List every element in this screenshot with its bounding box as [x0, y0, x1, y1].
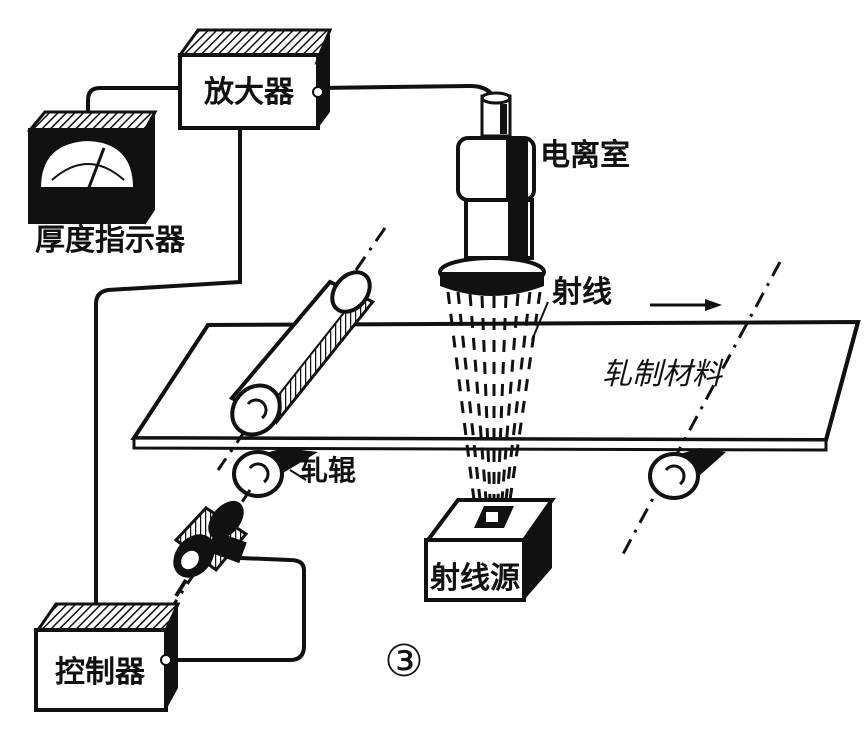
- lower-roller-right: [620, 261, 782, 557]
- connector-mark: 小: [314, 55, 326, 69]
- upper-roller: [216, 227, 387, 471]
- thickness-indicator-label: 厚度指示器: [35, 223, 186, 258]
- amplifier-label: 放大器: [203, 75, 295, 110]
- rolled-material-label: 轧制材料: [602, 357, 724, 392]
- controller-label: 控制器: [55, 655, 146, 690]
- ray-label: 射线: [552, 275, 612, 310]
- rotation-arrow-icon-3: [664, 464, 686, 486]
- motor: [168, 489, 252, 611]
- controller: 控制器: [34, 602, 181, 712]
- ion-chamber: 电离室: [438, 91, 630, 296]
- ray-source-label: 射线源: [430, 561, 520, 596]
- rotation-arrow-icon: [246, 398, 268, 420]
- thickness-indicator: 厚度指示器: [26, 110, 186, 258]
- roller-label: 轧辊: [300, 454, 356, 487]
- ray-beams: [446, 291, 542, 501]
- ray-source: 射线源: [424, 498, 556, 602]
- rotation-arrow-icon-2: [248, 462, 270, 484]
- ion-chamber-label: 电离室: [540, 138, 630, 173]
- lower-roller-left: 轧辊: [232, 448, 356, 498]
- figure-number: ③: [384, 636, 423, 687]
- amplifier: 放大器: [177, 28, 333, 130]
- meter-needle-icon: [86, 147, 106, 191]
